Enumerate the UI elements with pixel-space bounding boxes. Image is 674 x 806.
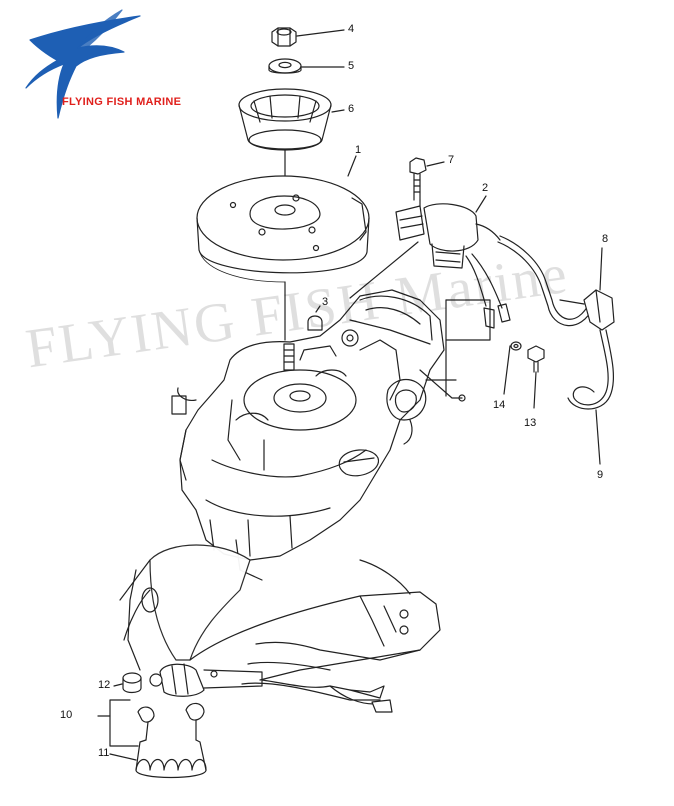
leader-line-1 [348,156,356,176]
callout-9: 9 [597,469,604,481]
coil-mount-line [350,242,418,298]
leader-line-13 [534,372,536,408]
cap-part [123,673,141,693]
screw-part [528,346,544,372]
nut-part [272,28,296,46]
woodruff-key-part [308,316,322,330]
leader-line-11 [110,754,136,760]
leader-line-12 [114,684,122,686]
brand-logo-text: FLYING FISH MARINE [62,96,182,108]
washer-part [269,59,301,73]
leader-line-3 [316,306,320,312]
leader-line-4 [297,30,344,36]
leader-line-9 [596,410,600,464]
callout-6: 6 [348,103,355,115]
callout-10: 10 [60,709,73,721]
spark-plug-cap-part [568,290,614,409]
callout-2: 2 [482,182,489,194]
callout-7: 7 [448,154,455,166]
leader-line-10-bottom [110,716,138,746]
flying-fish-logo-icon [26,10,140,118]
bolt-part [410,158,426,200]
lanyard-clip-part [138,703,204,740]
callout-14: 14 [493,399,506,411]
leader-line-2 [476,196,486,212]
callout-3: 3 [322,296,329,308]
stop-switch-part [150,664,392,712]
lanyard-coil-part [136,740,206,778]
callout-5: 5 [348,60,355,72]
lead-to-cap-line [560,300,584,304]
callout-1: 1 [355,144,362,156]
engine-block-part [172,290,465,580]
callout-12: 12 [98,679,111,691]
callout-8: 8 [602,233,609,245]
callout-13: 13 [524,417,537,429]
connector-bracket-line [446,300,490,340]
callout-11: 11 [98,747,110,759]
ignition-coil-part [396,204,594,328]
leader-line-10-top [98,700,130,716]
leader-line-14 [504,346,510,394]
callout-4: 4 [348,23,355,35]
lower-housing-part [120,545,440,700]
flywheel-part [197,176,369,282]
starter-cup-part [239,89,331,150]
small-washer-part [511,342,521,350]
leader-line-8 [600,248,602,290]
leader-line-6 [332,110,344,112]
leader-line-7 [427,162,444,166]
